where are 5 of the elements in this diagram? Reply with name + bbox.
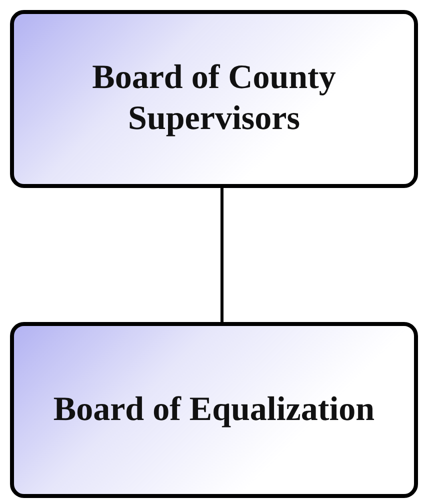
connector-line xyxy=(220,188,224,322)
org-box xyxy=(10,322,418,498)
org-box xyxy=(10,10,418,188)
box-title: Board of Equalization xyxy=(52,390,376,430)
box-title: Board of County Supervisors xyxy=(91,58,337,139)
